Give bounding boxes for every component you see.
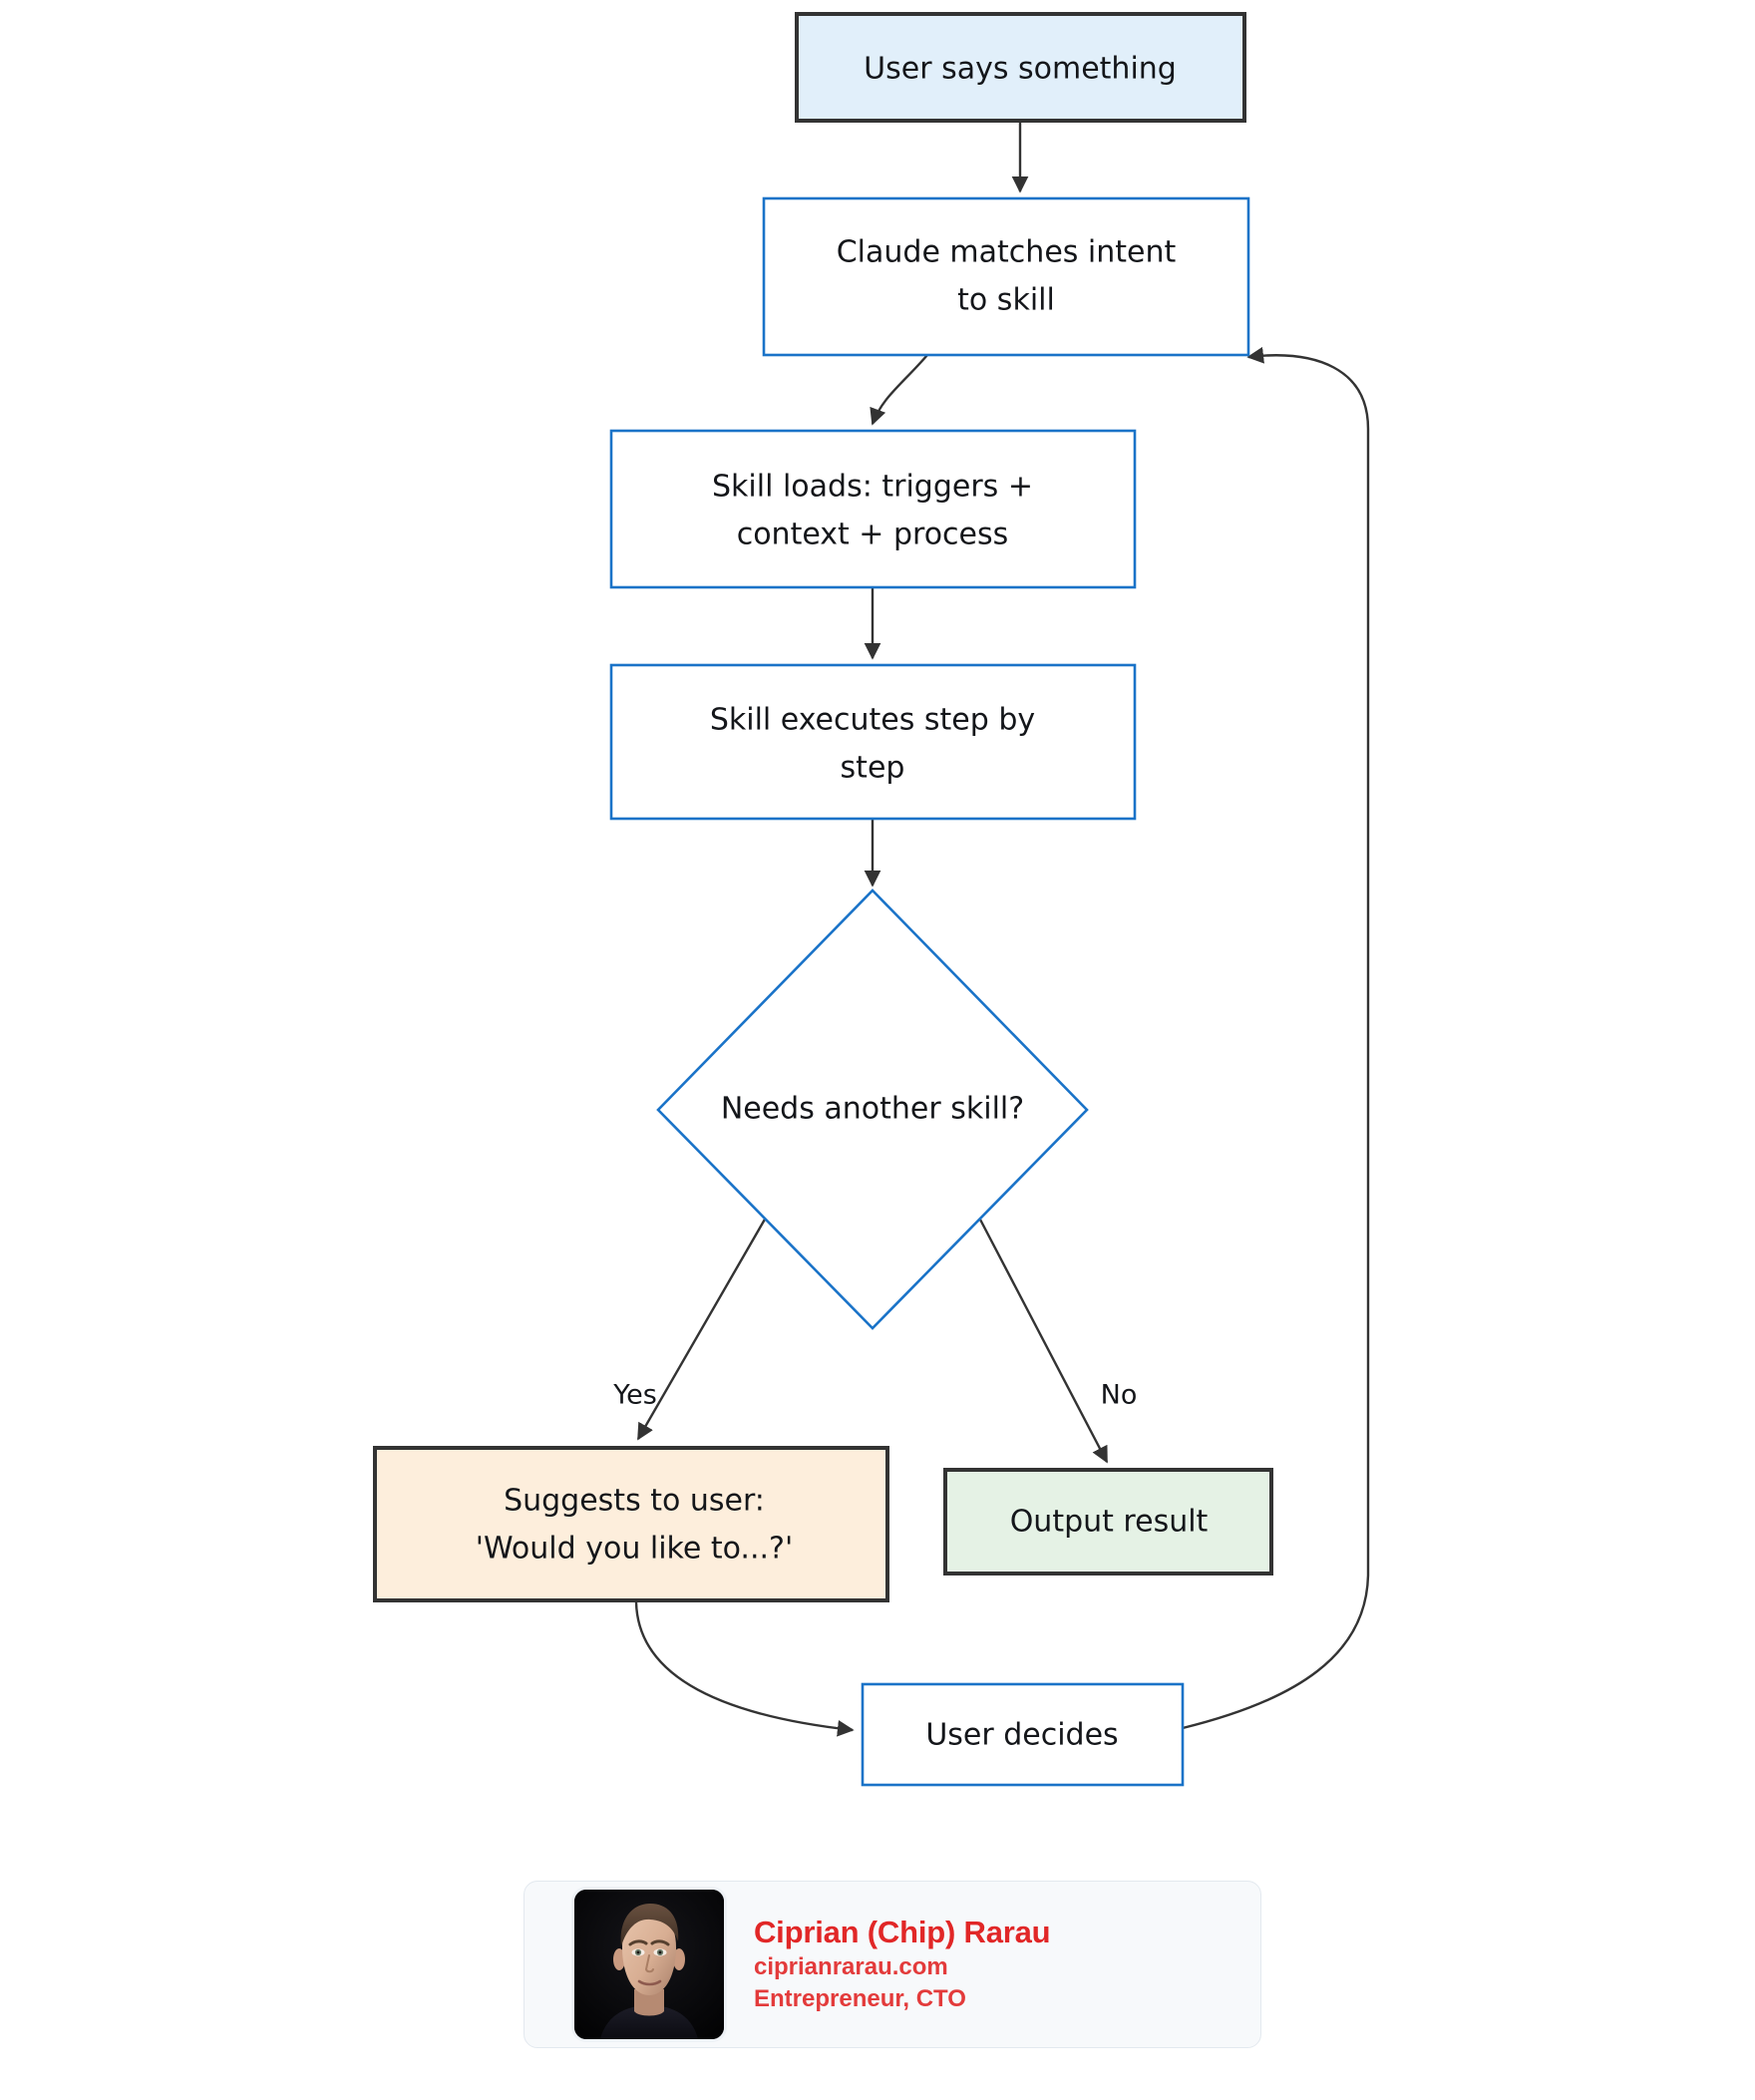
node-output-label: Output result <box>1010 1505 1209 1540</box>
node-match-label-line2: to skill <box>957 283 1055 318</box>
node-decides-shape <box>861 1682 1185 1787</box>
node-skill-executes[interactable]: Skill executes step by step <box>609 663 1137 821</box>
edge-match-to-load <box>870 354 928 426</box>
edge-label-no: No <box>1101 1380 1138 1411</box>
node-start-shape <box>795 12 1246 123</box>
avatar <box>574 1890 724 2039</box>
node-skill-loads[interactable]: Skill loads: triggers + context + proces… <box>609 429 1137 589</box>
author-website[interactable]: ciprianrarau.com <box>754 1953 948 1981</box>
node-decides-label: User decides <box>925 1718 1118 1753</box>
node-output-result[interactable]: Output result <box>943 1468 1273 1575</box>
node-execute-label-line1: Skill executes step by <box>710 703 1035 738</box>
node-suggest-label-line1: Suggests to user: <box>504 1484 765 1519</box>
portrait-photo-icon <box>574 1890 724 2039</box>
node-load-label-line2: context + process <box>737 518 1009 552</box>
node-load-shape <box>609 429 1137 589</box>
node-suggest-shape <box>373 1446 889 1602</box>
node-match-label-line1: Claude matches intent <box>837 235 1177 270</box>
node-suggest-label-line2: 'Would you like to...?' <box>476 1532 793 1567</box>
edge-label-yes: Yes <box>612 1380 657 1411</box>
node-execute-shape <box>609 663 1137 821</box>
node-match-shape <box>762 196 1250 357</box>
node-load-label-line1: Skill loads: triggers + <box>712 470 1033 505</box>
edge-decision-to-output <box>977 1217 1109 1464</box>
node-suggests-to-user[interactable]: Suggests to user: 'Would you like to...?… <box>373 1446 889 1602</box>
node-user-says-something[interactable]: User says something <box>795 12 1246 123</box>
edge-decision-to-suggest <box>636 1217 768 1441</box>
node-claude-matches-intent[interactable]: Claude matches intent to skill <box>762 196 1250 357</box>
node-needs-another-skill[interactable]: Needs another skill? <box>656 888 1089 1330</box>
node-execute-label-line2: step <box>841 751 905 786</box>
author-signature-card: Ciprian (Chip) Rarau ciprianrarau.com En… <box>524 1881 1261 2048</box>
edge-decides-to-match <box>1182 346 1370 1730</box>
author-name: Ciprian (Chip) Rarau <box>754 1914 1051 1949</box>
node-user-decides[interactable]: User decides <box>861 1682 1185 1787</box>
edge-labels-group: Yes No <box>612 1380 1137 1411</box>
node-decision-label: Needs another skill? <box>721 1092 1024 1127</box>
edge-suggest-to-decides <box>634 1601 855 1737</box>
signature-text-block: Ciprian (Chip) Rarau ciprianrarau.com En… <box>754 1914 1051 2015</box>
edges-group <box>634 121 1370 1737</box>
node-decision-shape <box>656 888 1089 1330</box>
node-output-shape <box>943 1468 1273 1575</box>
author-role: Entrepreneur, CTO <box>754 1985 966 2013</box>
node-start-label: User says something <box>864 52 1177 87</box>
